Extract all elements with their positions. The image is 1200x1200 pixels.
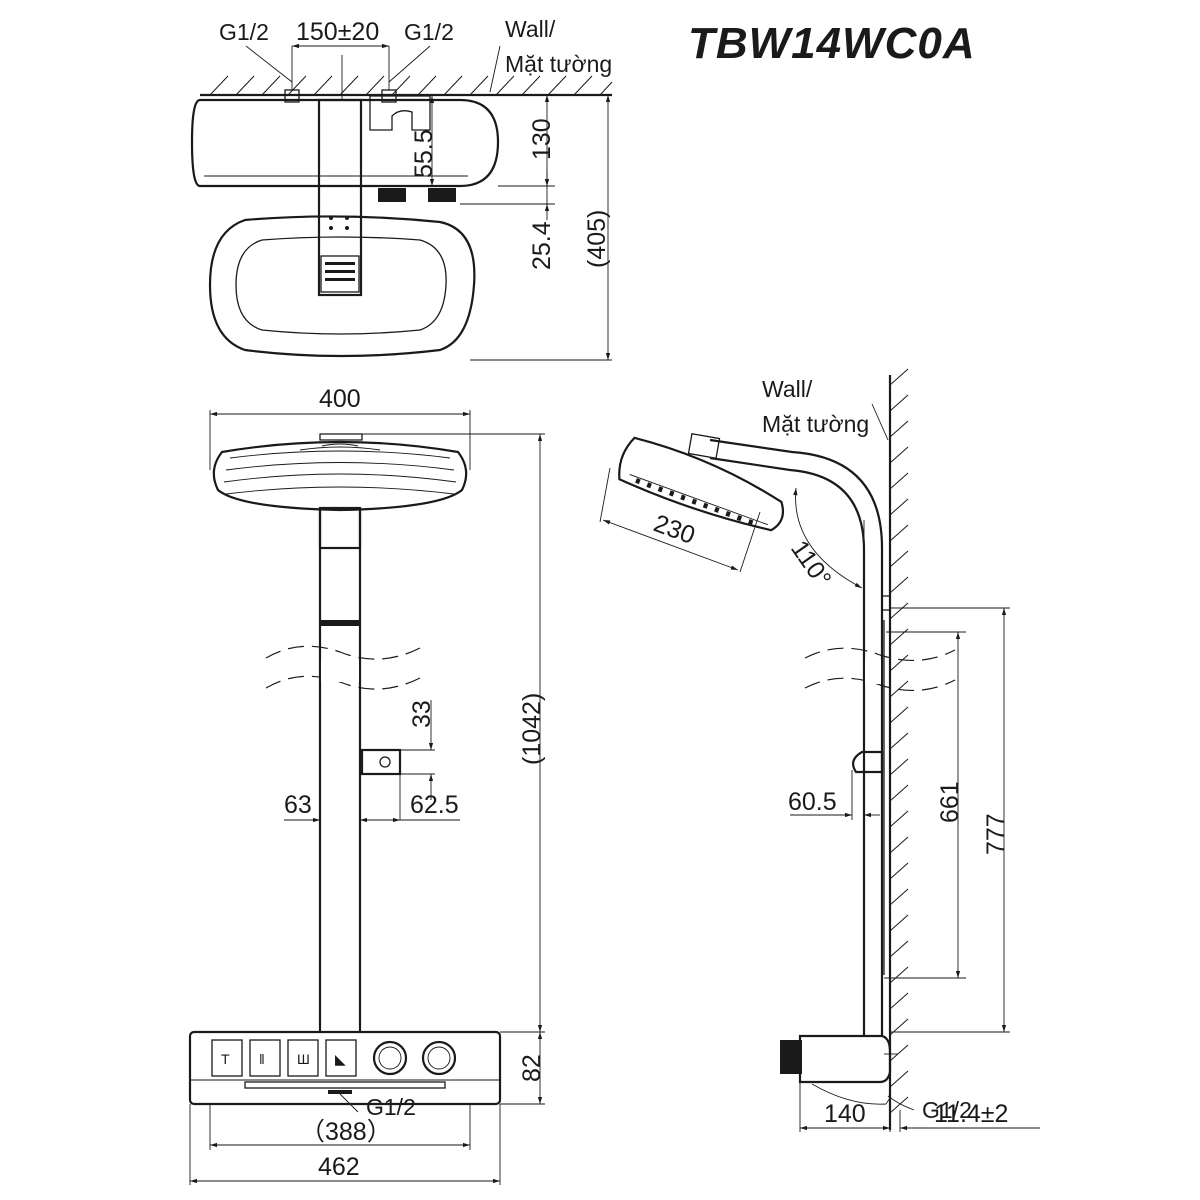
wall-label-side: Wall/: [762, 376, 813, 402]
dim-130: 130: [528, 118, 556, 160]
dim-140: 140: [824, 1100, 866, 1128]
wall-hatch-side: [889, 368, 909, 1114]
pipe-side-inner: [709, 438, 884, 1035]
bracket-top: [369, 95, 431, 131]
knob-temp-front: [421, 1040, 457, 1076]
valve-body-side: [798, 1034, 892, 1084]
dim-661: 661: [936, 781, 964, 823]
button-2: [249, 1039, 281, 1077]
dim-63: 63: [284, 791, 312, 819]
inlet-side-label: G1/2: [922, 1097, 972, 1123]
valve-body-front: [188, 1030, 502, 1106]
arm-top: [317, 98, 363, 297]
shower-head-side: [618, 436, 785, 532]
dim-777: 777: [982, 813, 1010, 855]
dim-110-deg: 110°: [785, 535, 837, 592]
button-3: [287, 1039, 319, 1077]
valve-body-top: [190, 98, 500, 188]
svg-text:‖: ‖: [259, 1051, 265, 1067]
pipe-side-outer: [709, 456, 866, 1035]
dim-11-4: 11.4±2: [934, 1100, 1008, 1128]
dim-33: 33: [408, 700, 436, 728]
arm-nozzles-top: [325, 216, 355, 281]
dim-inlet-spacing: 150±20: [296, 18, 379, 46]
dim-1042: (1042): [518, 693, 546, 765]
dim-400: 400: [319, 385, 361, 413]
inlet-right-label: G1/2: [404, 19, 454, 45]
inlet-left-label: G1/2: [219, 19, 269, 45]
dim-60-5: 60.5: [788, 788, 837, 816]
holder-front: [360, 748, 402, 776]
knob-side: [780, 1040, 802, 1074]
shower-head-inner-top: [235, 236, 447, 335]
dim-25-4: 25.4: [528, 221, 556, 270]
dim-462: 462: [318, 1153, 360, 1181]
side-view: Wall/ Mặt tường 230: [599, 368, 1040, 1132]
wall-label-top-vi: Mặt tường: [505, 51, 612, 77]
dim-388: （388）: [300, 1118, 392, 1146]
wall-hatch-top: [209, 75, 613, 96]
wall-label-side-vi: Mặt tường: [762, 411, 869, 437]
knob-left-top: [378, 188, 406, 202]
dim-82: 82: [518, 1054, 546, 1082]
dim-55-5: 55.5: [410, 129, 438, 178]
shower-head-front: [212, 440, 468, 512]
dim-230: 230: [650, 509, 699, 550]
wall-label-top: Wall/: [505, 16, 556, 42]
knob-flow-front: [372, 1040, 408, 1076]
knob-right-top: [428, 188, 456, 202]
top-view: G1/2 G1/2 150±20 Wall/ Mặt tường 130 55.…: [190, 16, 613, 361]
inlet-bottom-label: G1/2: [366, 1094, 416, 1120]
button-4: [325, 1039, 357, 1077]
svg-text:T: T: [221, 1051, 230, 1067]
button-1: [211, 1039, 243, 1077]
front-view: 400 (1042) 33: [188, 385, 546, 1185]
model-title: TBW14WC0A: [688, 19, 976, 68]
shower-head-top: [208, 215, 476, 358]
holder-side: [851, 750, 884, 774]
pipe-upper-front: [318, 506, 362, 550]
svg-text:Ш: Ш: [297, 1051, 310, 1067]
dim-62-5: 62.5: [410, 791, 459, 819]
svg-text:◣: ◣: [335, 1051, 346, 1067]
dim-405: (405): [583, 210, 611, 268]
